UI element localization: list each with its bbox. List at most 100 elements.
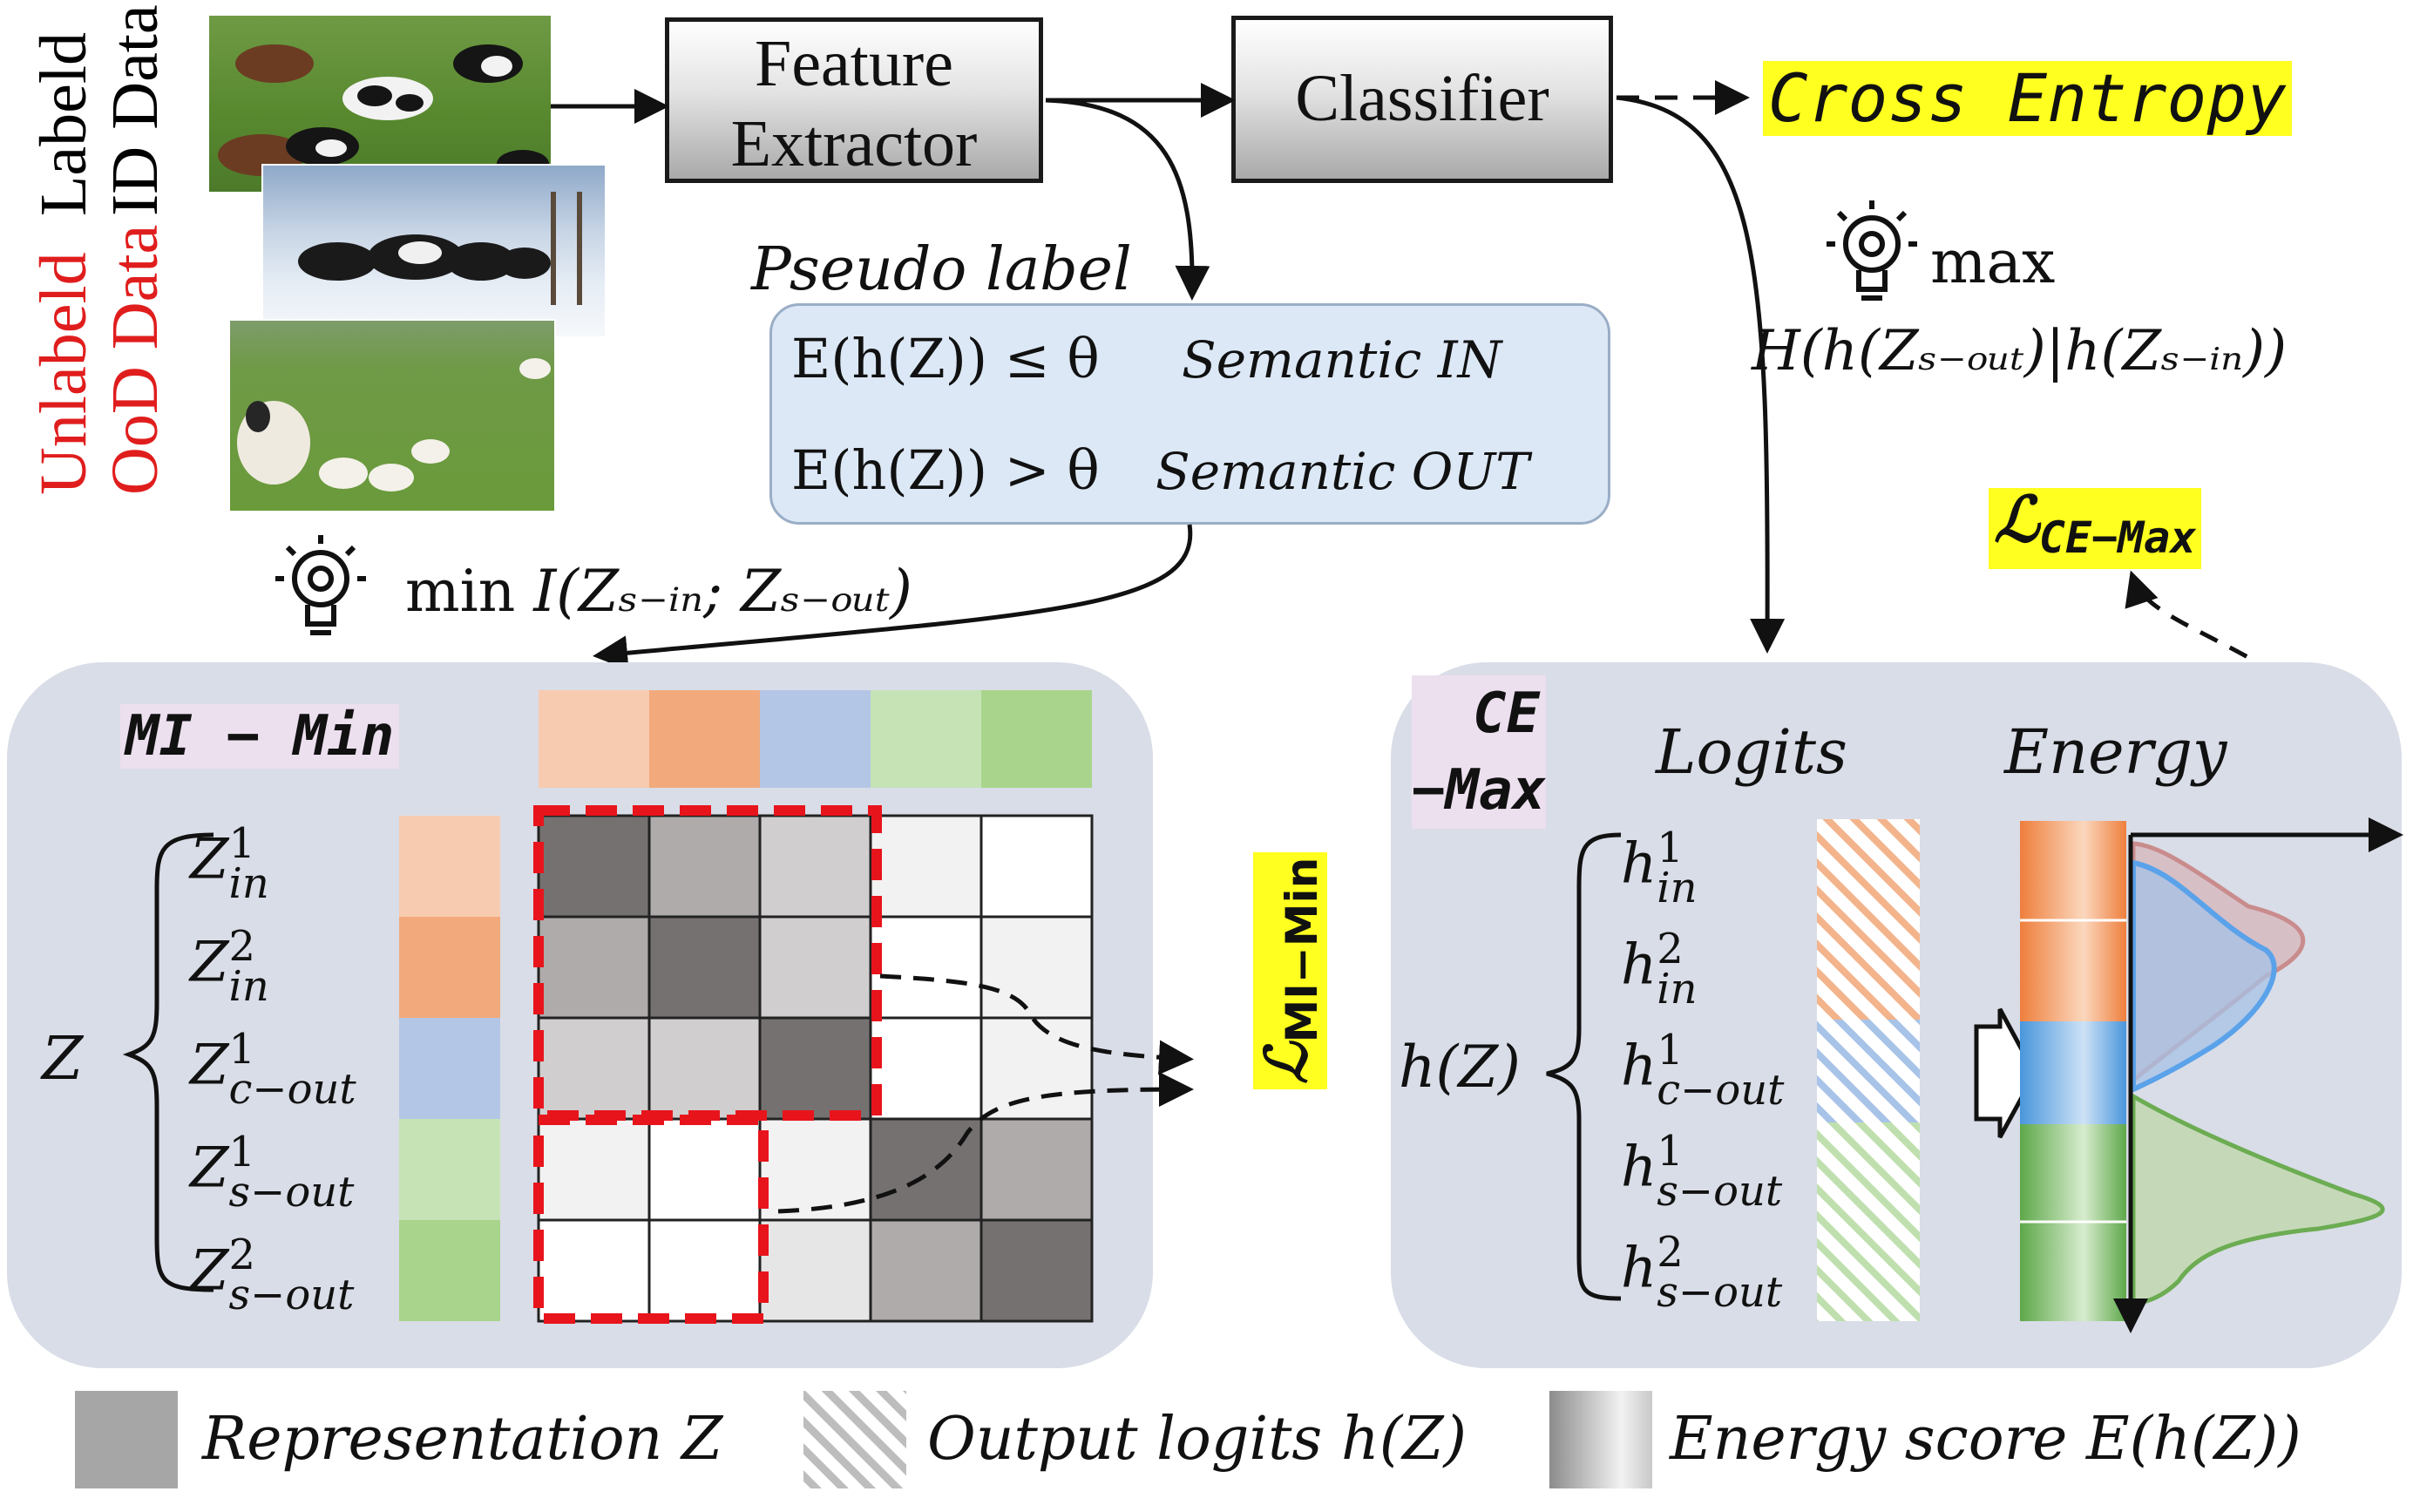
logits-s-out-strip: [1817, 1122, 1920, 1321]
snow-cows-illustration: [298, 192, 582, 305]
lightbulb-icon: [1827, 200, 1917, 301]
matrix-cell: [647, 915, 762, 1020]
row-label-sub: s−out: [1657, 1167, 1783, 1216]
matrix-cell: [869, 1016, 983, 1121]
sheep-illustration: [237, 358, 551, 492]
ce-max-title: CE −Max: [1412, 675, 1547, 829]
ce-max-title-line2: −Max: [1412, 758, 1547, 823]
row-label-base: Z: [190, 1136, 229, 1201]
legend-representation: Representation Z: [202, 1405, 723, 1474]
row-label-sup: 1: [1657, 824, 1684, 872]
ce-max-loss-sub: CE−Max: [2038, 512, 2197, 563]
column-color-cell: [760, 690, 871, 788]
row-label-sup: 1: [1657, 1026, 1684, 1075]
row-label-sub: in: [228, 962, 269, 1011]
row-color-cell: [399, 1018, 500, 1119]
pseudo-label-box: E(h(Z)) ≤ θ Semantic IN E(h(Z)) > θ Sema…: [769, 303, 1610, 525]
similarity-matrix: [537, 814, 1094, 1323]
matrix-cell: [537, 1117, 651, 1222]
sout-in-dashed-box: [533, 1115, 769, 1324]
row-label-sup: 2: [1657, 1228, 1684, 1277]
matrix-cell: [647, 1218, 762, 1323]
legend-representation-swatch: [75, 1391, 178, 1488]
energy-c-out-strip: [2020, 1021, 2126, 1124]
row-label-sup: 2: [228, 922, 256, 971]
row-color-cell: [399, 1220, 500, 1321]
row-label-sup: 1: [228, 1025, 256, 1074]
column-color-cell: [981, 690, 1092, 788]
row-label-sup: 1: [1657, 1127, 1684, 1176]
row-label-base: Z: [190, 1033, 229, 1098]
matrix-cell: [758, 915, 872, 1020]
ce-max-loss-symbol: ℒ: [1994, 483, 2039, 556]
legend-energy-swatch: [1549, 1391, 1652, 1488]
legend-output-logits: Output logits h(Z): [927, 1405, 1467, 1474]
z-brace: [122, 832, 214, 1292]
row-label-sub: s−out: [228, 1168, 355, 1217]
mi-min-title: MI − Min: [120, 704, 400, 769]
column-color-cell: [539, 690, 649, 788]
ood-sheep-image: [228, 319, 556, 512]
row-color-cell: [399, 1119, 500, 1220]
matrix-cell: [537, 915, 651, 1020]
pseudo-label-title: Pseudo label: [751, 235, 1132, 304]
transform-arrow-icon: [1974, 1007, 2037, 1139]
max-word: max: [1930, 228, 2056, 297]
feature-extractor-box: Feature Extractor: [665, 17, 1043, 183]
logits-c-out-strip: [1817, 1020, 1920, 1122]
matrix-cell: [979, 1016, 1094, 1121]
legend-energy-score: Energy score E(h(Z)): [1670, 1405, 2301, 1474]
row-label-sub: in: [228, 859, 269, 908]
row-label-base: Z: [190, 930, 229, 995]
row-label-base: h: [1621, 932, 1657, 998]
max-objective-expr: H(h(Zₛ₋ₒᵤₜ)|h(Zₛ₋ᵢₙ)): [1752, 319, 2288, 383]
column-color-strip: [539, 690, 1092, 788]
legend-logits-swatch: [803, 1391, 906, 1488]
classifier-box: Classifier: [1231, 16, 1613, 183]
row-label-sub: s−out: [228, 1271, 355, 1319]
min-objective: min I(Zₛ₋ᵢₙ; Zₛ₋ₒᵤₜ): [405, 558, 912, 625]
matrix-cell: [979, 915, 1094, 1020]
row-label-sub: c−out: [228, 1065, 356, 1114]
row-color-strip: [399, 816, 500, 1321]
row-label-sub: in: [1657, 965, 1698, 1014]
matrix-cell: [758, 1218, 872, 1323]
row-label-base: h: [1621, 831, 1657, 897]
classifier-label: Classifier: [1295, 62, 1549, 135]
semantic-in-label: Semantic IN: [1182, 330, 1502, 390]
row-label-base: h: [1621, 1034, 1657, 1099]
ood-cows-snow-image: [261, 164, 607, 338]
hz-brace: [1546, 832, 1622, 1301]
ce-max-title-line1: CE: [1473, 681, 1541, 746]
column-color-cell: [649, 690, 760, 788]
row-label-base: Z: [190, 1238, 229, 1304]
hz-brace-label: h(Z): [1399, 1034, 1521, 1101]
condition-out: E(h(Z)) > θ: [791, 438, 1100, 502]
row-label-base: Z: [190, 827, 229, 892]
matrix-cell: [979, 814, 1094, 919]
row-label-sub: c−out: [1657, 1066, 1785, 1115]
matrix-cell: [647, 1016, 762, 1121]
matrix-cell: [979, 1117, 1094, 1222]
matrix-cell: [869, 915, 983, 1020]
id-cows-image: [209, 16, 551, 192]
cross-entropy-label: Cross Entropy: [1763, 61, 2292, 136]
row-label-base: h: [1621, 1236, 1657, 1301]
row-label-sup: 1: [228, 819, 256, 868]
ce-max-loss: ℒCE−Max: [1989, 488, 2202, 569]
matrix-cell: [979, 1218, 1094, 1323]
energy-title: Energy: [2004, 716, 2227, 788]
matrix-cell: [758, 814, 872, 919]
lightbulb-icon-2: [275, 535, 366, 635]
